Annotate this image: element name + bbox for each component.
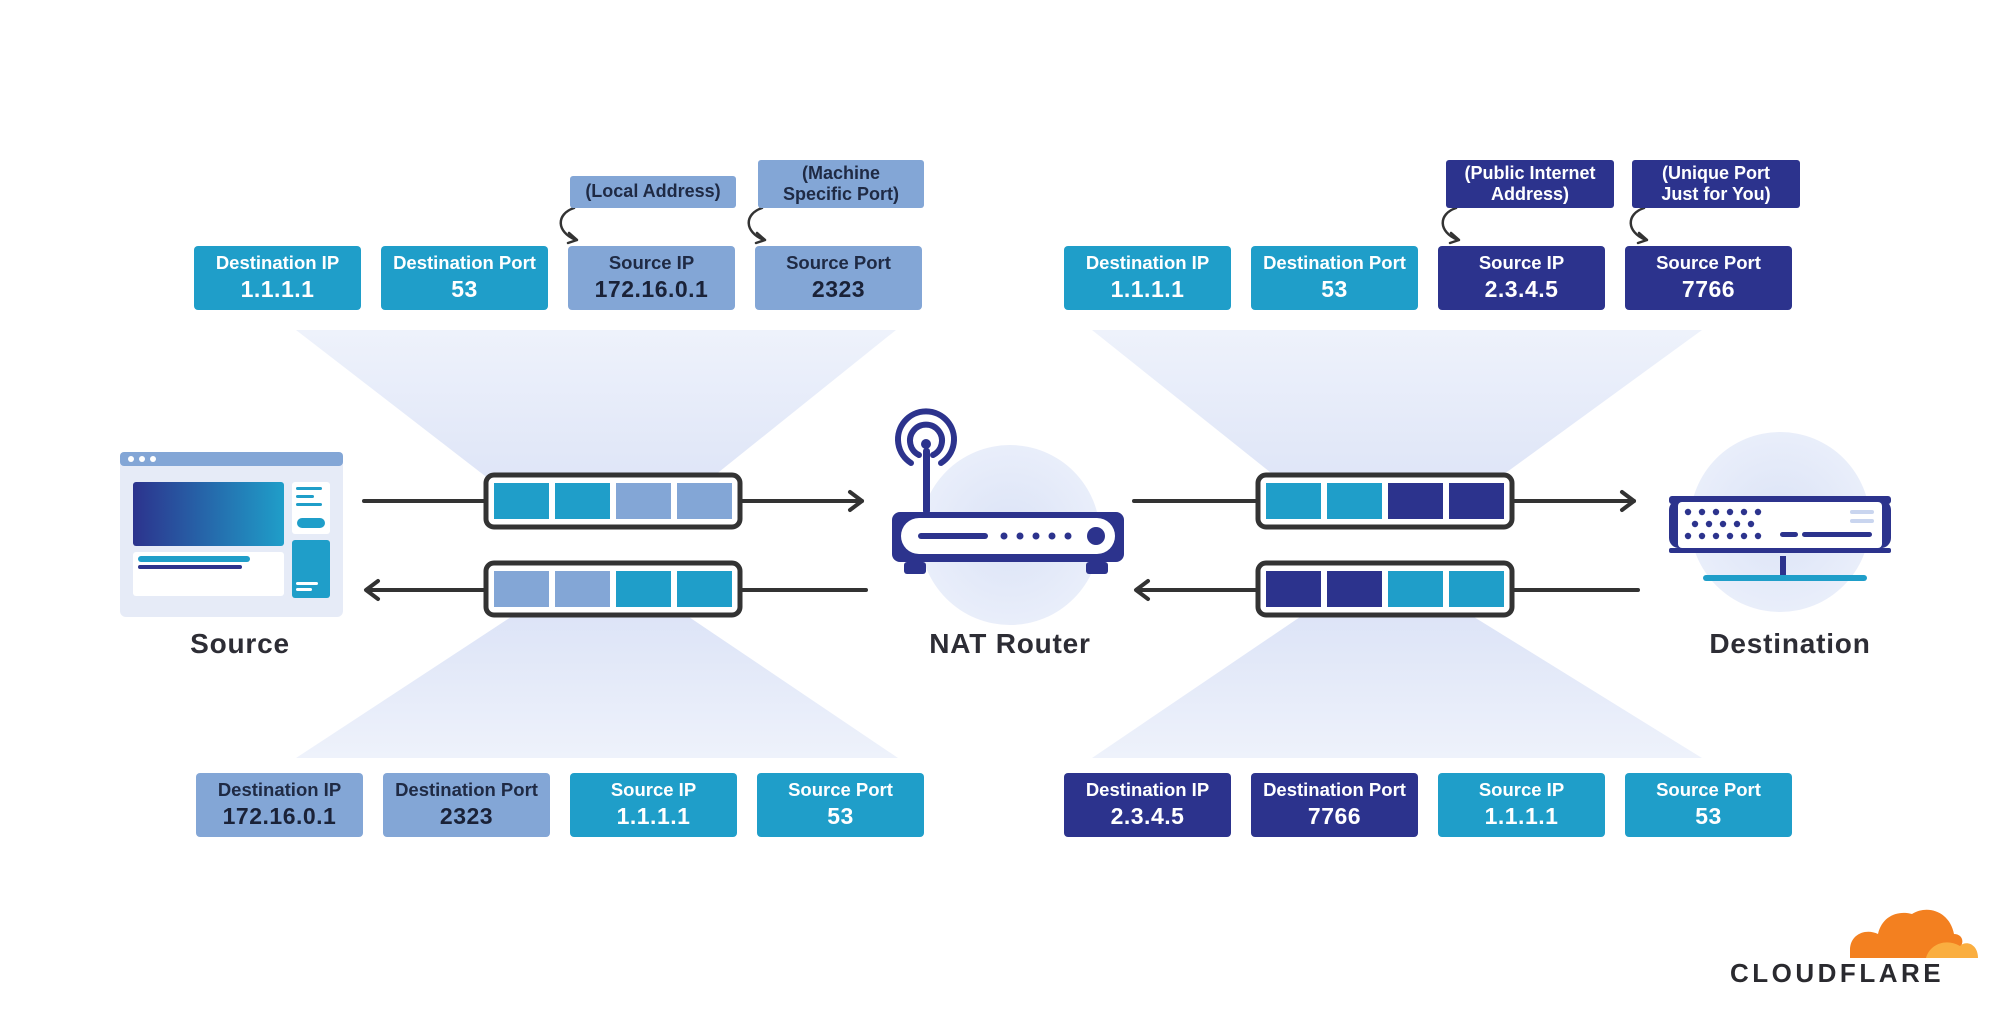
packet-cell-left-in-1 (555, 571, 610, 607)
packet-cell-left-in-0 (494, 571, 549, 607)
field-value: 172.16.0.1 (594, 276, 709, 303)
field-label: Source Port (788, 779, 893, 801)
packet-cell-left-in-3 (677, 571, 732, 607)
router-label: NAT Router (929, 628, 1091, 659)
field-value: 7766 (1681, 276, 1736, 303)
field-label: Source Port (1656, 779, 1761, 801)
packet-cell-right-out-2 (1388, 483, 1443, 519)
packet-containers (483, 472, 1515, 618)
field-value: 1.1.1.1 (1484, 803, 1559, 830)
field-label: Destination IP (1085, 779, 1210, 801)
field-label: Destination IP (215, 252, 340, 274)
packet-cell-left-out-2 (616, 483, 671, 519)
field-value: 172.16.0.1 (222, 803, 337, 830)
destination-label: Destination (1709, 628, 1871, 659)
note-unique-port: (Unique Port Just for You) (1632, 160, 1800, 208)
field-label: Source Port (1656, 252, 1761, 274)
field-value: 2.3.4.5 (1484, 276, 1559, 303)
field-label: Destination Port (1263, 252, 1406, 274)
packet-cell-left-out-0 (494, 483, 549, 519)
field-label: Destination IP (1085, 252, 1210, 274)
field-label: Source IP (1478, 779, 1565, 801)
packet-right-out (1255, 472, 1515, 530)
field-value: 53 (827, 803, 854, 830)
packet-cell-right-out-3 (1449, 483, 1504, 519)
packet-cell-left-out-3 (677, 483, 732, 519)
packet-left-out (483, 472, 743, 530)
server-icon (1669, 432, 1891, 612)
beam-left-top (296, 330, 896, 496)
wifi-router-icon (892, 408, 1124, 625)
packet-cell-right-in-2 (1388, 571, 1443, 607)
browser-window-icon (120, 452, 343, 617)
packet-cell-left-out-1 (555, 483, 610, 519)
packet-cell-right-in-1 (1327, 571, 1382, 607)
packet-cell-right-in-3 (1449, 571, 1504, 607)
cloudflare-cloud-icon (1850, 909, 1978, 958)
note-public-internet-address: (Public Internet Address) (1446, 160, 1614, 208)
field-value: 2323 (439, 803, 494, 830)
packet-cell-right-out-0 (1266, 483, 1321, 519)
field-value: 7766 (1307, 803, 1362, 830)
field-value: 1.1.1.1 (240, 276, 315, 303)
packet-beams (296, 330, 1702, 758)
source-label: Source (190, 628, 290, 659)
field-value: 53 (1321, 276, 1348, 303)
packet-cell-right-out-1 (1327, 483, 1382, 519)
field-label: Destination Port (393, 252, 536, 274)
field-label: Destination Port (395, 779, 538, 801)
beam-left-bottom (296, 617, 898, 758)
field-value: 1.1.1.1 (616, 803, 691, 830)
note-pointers (559, 206, 1649, 245)
packet-cell-right-in-0 (1266, 571, 1321, 607)
field-value: 1.1.1.1 (1110, 276, 1185, 303)
field-label: Destination IP (217, 779, 342, 801)
note-machine-specific-port: (Machine Specific Port) (758, 160, 924, 208)
field-label: Source IP (608, 252, 695, 274)
field-value: 2.3.4.5 (1110, 803, 1185, 830)
packet-cells (494, 483, 1504, 607)
field-label: Source IP (1478, 252, 1565, 274)
field-label: Source Port (786, 252, 891, 274)
field-value: 53 (451, 276, 478, 303)
field-label: Destination Port (1263, 779, 1406, 801)
packet-right-in (1255, 560, 1515, 618)
beam-right-bottom (1092, 617, 1702, 758)
field-label: Source IP (610, 779, 697, 801)
packet-left-in (483, 560, 743, 618)
note-local-address: (Local Address) (570, 176, 736, 208)
cloudflare-logo-text: CLOUDFLARE (1730, 958, 1945, 988)
beam-right-top (1092, 330, 1702, 496)
packet-cell-left-in-2 (616, 571, 671, 607)
field-value: 53 (1695, 803, 1722, 830)
field-value: 2323 (811, 276, 866, 303)
